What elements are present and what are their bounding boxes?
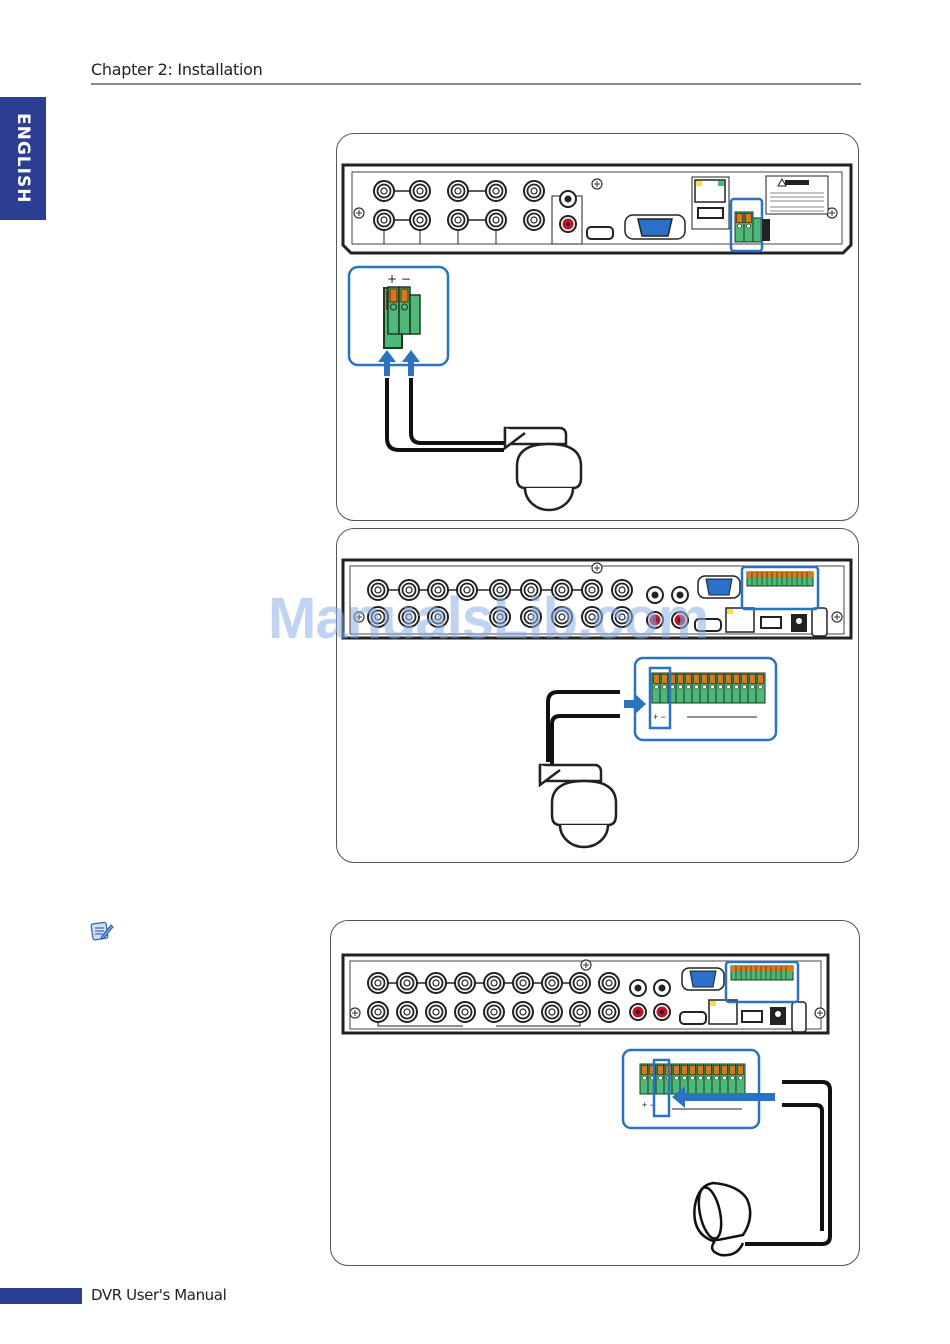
terminal-inset-ptz-4ch: + −: [349, 267, 448, 376]
cable-ptz-4ch: [387, 378, 504, 450]
footer-bar: [0, 1288, 82, 1304]
hdmi-port: [587, 227, 613, 239]
warning-label: [766, 176, 828, 214]
svg-text:+ −: + −: [387, 272, 411, 286]
svg-text:+ −: + −: [653, 712, 666, 722]
dvr-rear-panel-4ch: [343, 165, 851, 253]
terminal-inset-alarm-16ch: + −: [623, 1050, 775, 1128]
ptz-dome-camera-icon: [505, 428, 581, 510]
cable-ptz-8ch: [548, 692, 620, 764]
terminal-inset-ptz-8ch: + −: [624, 658, 776, 740]
dvr-rear-panel-16ch: [343, 955, 828, 1033]
ptz-dome-camera-icon: [540, 765, 616, 847]
power-jack: [762, 219, 770, 241]
vga-port: [625, 215, 685, 239]
siren-horn-icon: [694, 1183, 750, 1255]
note-pencil-icon: [90, 920, 114, 942]
dvr-rear-panel-8ch: [343, 560, 851, 638]
footer-manual-title: DVR User's Manual: [91, 1286, 226, 1304]
